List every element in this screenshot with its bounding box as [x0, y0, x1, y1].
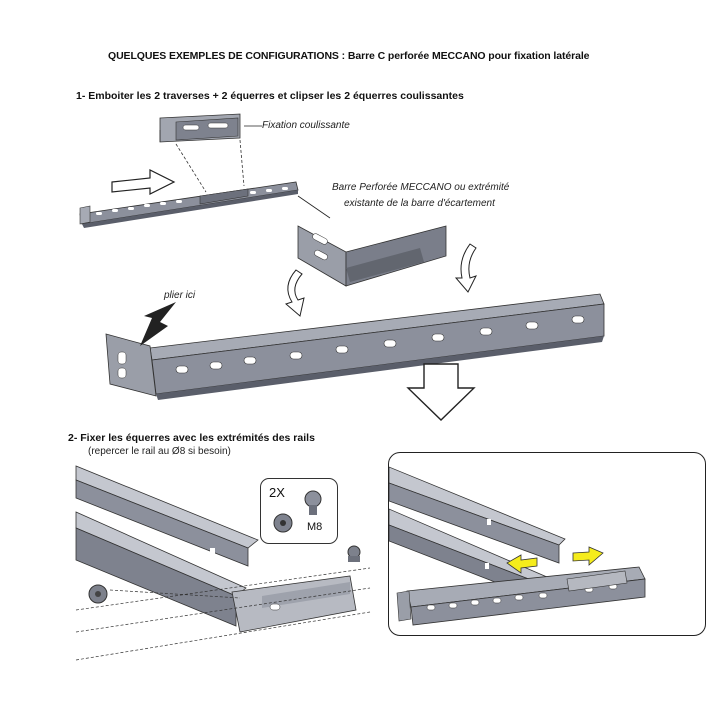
- sliding-bracket: [159, 113, 241, 143]
- arrow-left-icon: [506, 554, 538, 574]
- screw-quantity: 2X: [269, 485, 285, 500]
- perforated-rail-upper: [79, 181, 299, 228]
- step-2-note: (repercer le rail au Ø8 si besoin): [88, 446, 231, 457]
- screw-icon: [273, 490, 322, 533]
- angle-bracket: [297, 225, 447, 287]
- inset-rail-diagram: [389, 466, 646, 626]
- screw-size: M8: [307, 521, 323, 533]
- step-1-heading: 1- Emboiter les 2 traverses + 2 équerres…: [76, 90, 464, 102]
- label-perforated-bar-1: Barre Perforée MECCANO ou extrémité: [332, 182, 510, 193]
- page-title: QUELQUES EXEMPLES DE CONFIGURATIONS : Ba…: [108, 50, 590, 62]
- perforated-rail-large: [105, 293, 605, 400]
- arrow-right-icon: [572, 546, 604, 566]
- detail-inset: [388, 452, 706, 636]
- label-sliding-fixation: Fixation coulissante: [262, 120, 350, 131]
- label-fold-here: plier ici: [164, 290, 196, 301]
- rail-assembly-left: [75, 465, 361, 633]
- label-perforated-bar-2: existante de la barre d'écartement: [344, 198, 495, 209]
- step-2-heading: 2- Fixer les équerres avec les extrémité…: [68, 432, 315, 444]
- screw-callout: 2X M8: [260, 478, 338, 544]
